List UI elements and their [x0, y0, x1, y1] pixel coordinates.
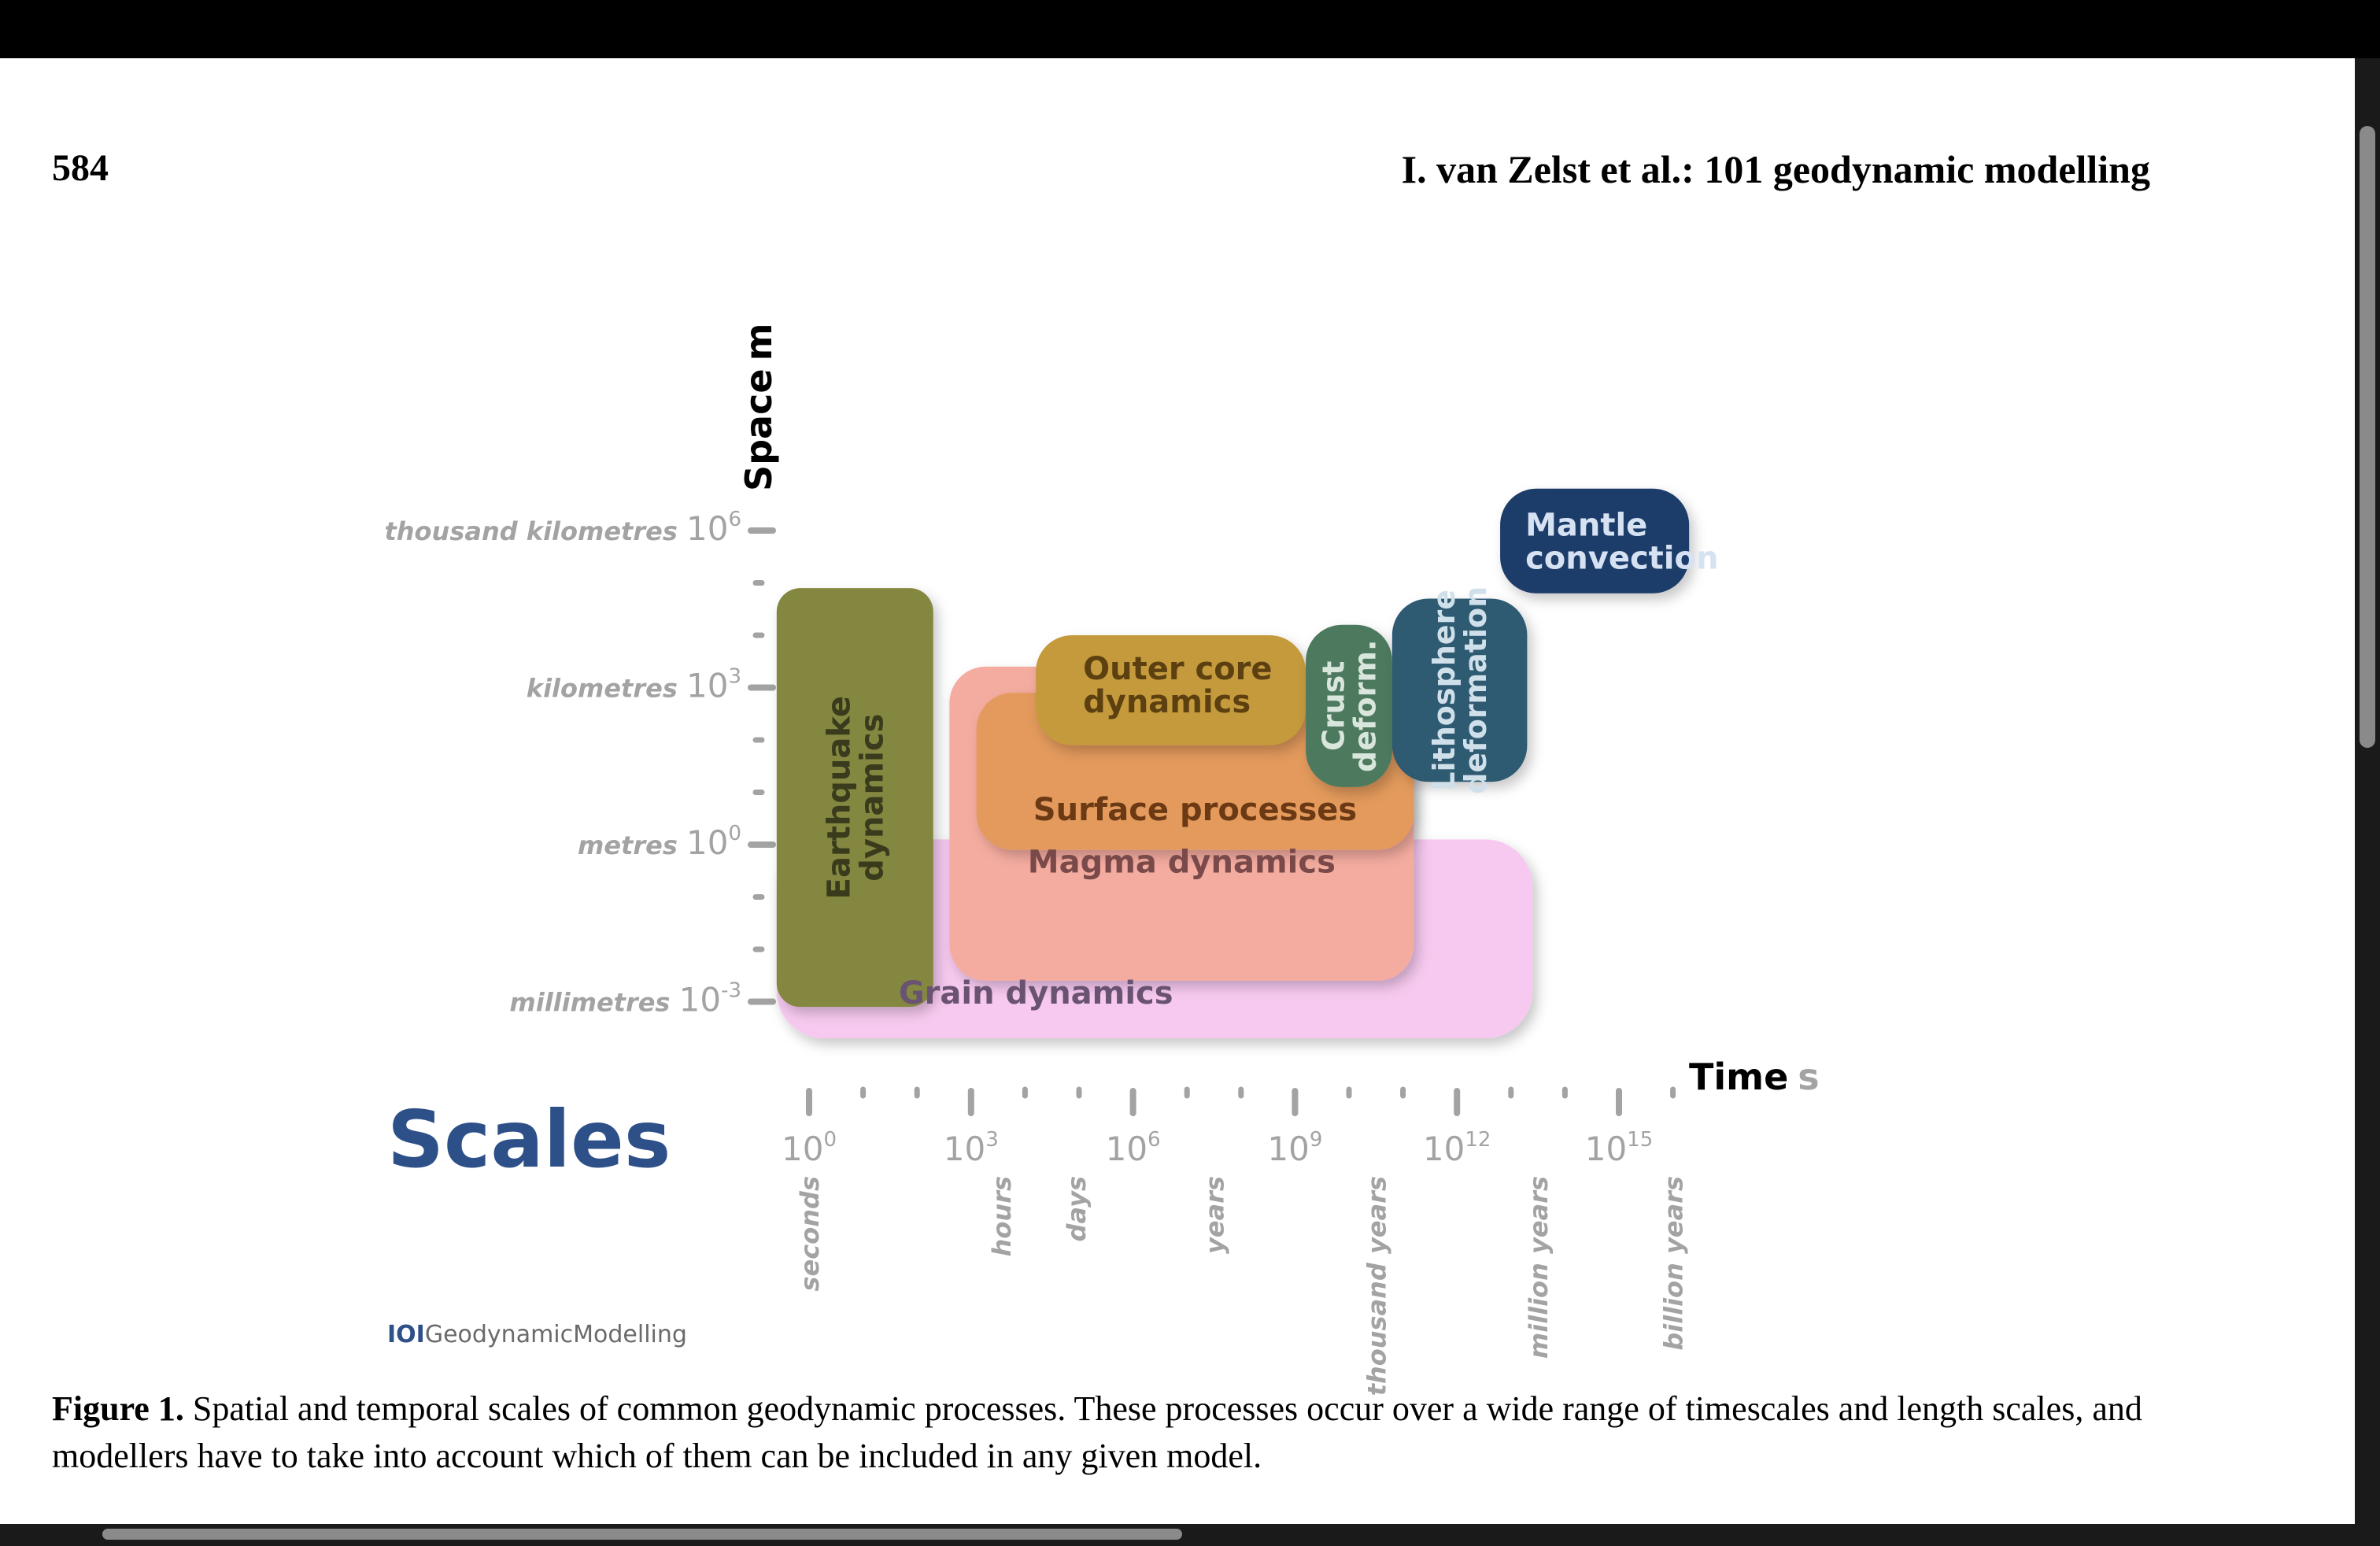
x-named-tick: days — [1062, 1176, 1092, 1241]
region-earthquake-dynamics — [776, 588, 933, 1008]
x-tick-label: 100 — [782, 1128, 837, 1168]
y-tick-name: thousand kilometres — [384, 516, 686, 546]
brand-prefix: IOI — [387, 1321, 425, 1348]
y-axis-label: Space — [737, 368, 780, 491]
region-label-grain-dynamics: Grain dynamics — [899, 975, 1173, 1012]
region-mantle-convection — [1500, 488, 1690, 594]
x-tick-label: 1012 — [1423, 1128, 1491, 1168]
region-label-magma-dynamics: Magma dynamics — [1028, 844, 1336, 880]
x-named-tick: hours — [987, 1176, 1017, 1256]
x-named-tick: million years — [1524, 1176, 1554, 1359]
figure-title: Scales — [387, 1093, 671, 1185]
page-number: 584 — [52, 147, 109, 189]
figure-label: Figure 1. — [52, 1389, 184, 1428]
y-tick-value: 10 — [679, 981, 721, 1019]
vertical-scrollbar-thumb[interactable] — [2360, 126, 2375, 748]
svg-text:Earthquakedynamics: Earthquakedynamics — [821, 696, 890, 899]
x-axis-label: Time — [1689, 1056, 1788, 1098]
x-tick-label: 106 — [1106, 1128, 1161, 1168]
y-tick-exponent: 0 — [728, 822, 741, 845]
x-tick-label: 103 — [944, 1128, 999, 1168]
region-label-surface-processes: Surface processes — [1033, 792, 1357, 828]
region-crust-deform — [1306, 624, 1392, 787]
svg-text:Lithospheredeformation: Lithospheredeformation — [1427, 586, 1493, 794]
y-tick-exponent: 3 — [728, 665, 741, 689]
svg-text:Surface processes: Surface processes — [1033, 792, 1357, 828]
x-axis-unit: s — [1798, 1056, 1819, 1098]
svg-text:Crustdeform.: Crustdeform. — [1316, 640, 1382, 772]
y-tick-name: metres — [578, 830, 686, 860]
x-tick-label: 109 — [1267, 1128, 1322, 1168]
y-tick-exponent: -3 — [721, 979, 741, 1003]
region-label-crust-deform: Crustdeform. — [1316, 640, 1382, 772]
y-axis-unit: m — [737, 323, 780, 361]
x-tick-label: 1015 — [1585, 1128, 1654, 1168]
x-named-tick: years — [1200, 1176, 1230, 1254]
horizontal-scrollbar-thumb[interactable] — [102, 1529, 1182, 1540]
brand-logo: IOIGeodynamicModelling — [387, 1321, 687, 1348]
window-top-bar — [0, 0, 2380, 58]
y-tick-label: millimetres 10-3 — [509, 979, 741, 1019]
region-lithosphere-deformation — [1391, 598, 1528, 782]
figure-caption: Figure 1. Spatial and temporal scales of… — [52, 1385, 2161, 1480]
y-tick-label: metres 100 — [578, 822, 741, 862]
y-tick-value: 10 — [686, 667, 728, 705]
y-axis-title: Space m — [737, 323, 780, 491]
y-tick-label: kilometres 103 — [527, 665, 741, 705]
svg-text:Magma dynamics: Magma dynamics — [1028, 844, 1336, 880]
caption-text: Spatial and temporal scales of common ge… — [52, 1389, 2142, 1475]
svg-text:Grain dynamics: Grain dynamics — [899, 975, 1173, 1012]
y-tick-exponent: 6 — [728, 508, 741, 531]
running-header: I. van Zelst et al.: 101 geodynamic mode… — [1401, 147, 2150, 191]
pdf-page: 584 I. van Zelst et al.: 101 geodynamic … — [0, 58, 2355, 1524]
region-outer-core-dynamics — [1036, 635, 1306, 745]
brand-name: GeodynamicModelling — [425, 1321, 687, 1348]
x-named-tick: billion years — [1659, 1176, 1689, 1351]
x-named-tick: thousand years — [1362, 1176, 1391, 1396]
x-named-tick: seconds — [795, 1176, 825, 1291]
y-tick-label: thousand kilometres 106 — [384, 508, 741, 548]
region-label-earthquake-dynamics: Earthquakedynamics — [821, 696, 890, 899]
y-tick-name: kilometres — [527, 674, 686, 704]
y-tick-value: 10 — [686, 823, 728, 862]
region-label-lithosphere-deformation: Lithospheredeformation — [1427, 586, 1493, 794]
y-tick-value: 10 — [686, 509, 728, 548]
y-tick-name: millimetres — [509, 988, 678, 1018]
